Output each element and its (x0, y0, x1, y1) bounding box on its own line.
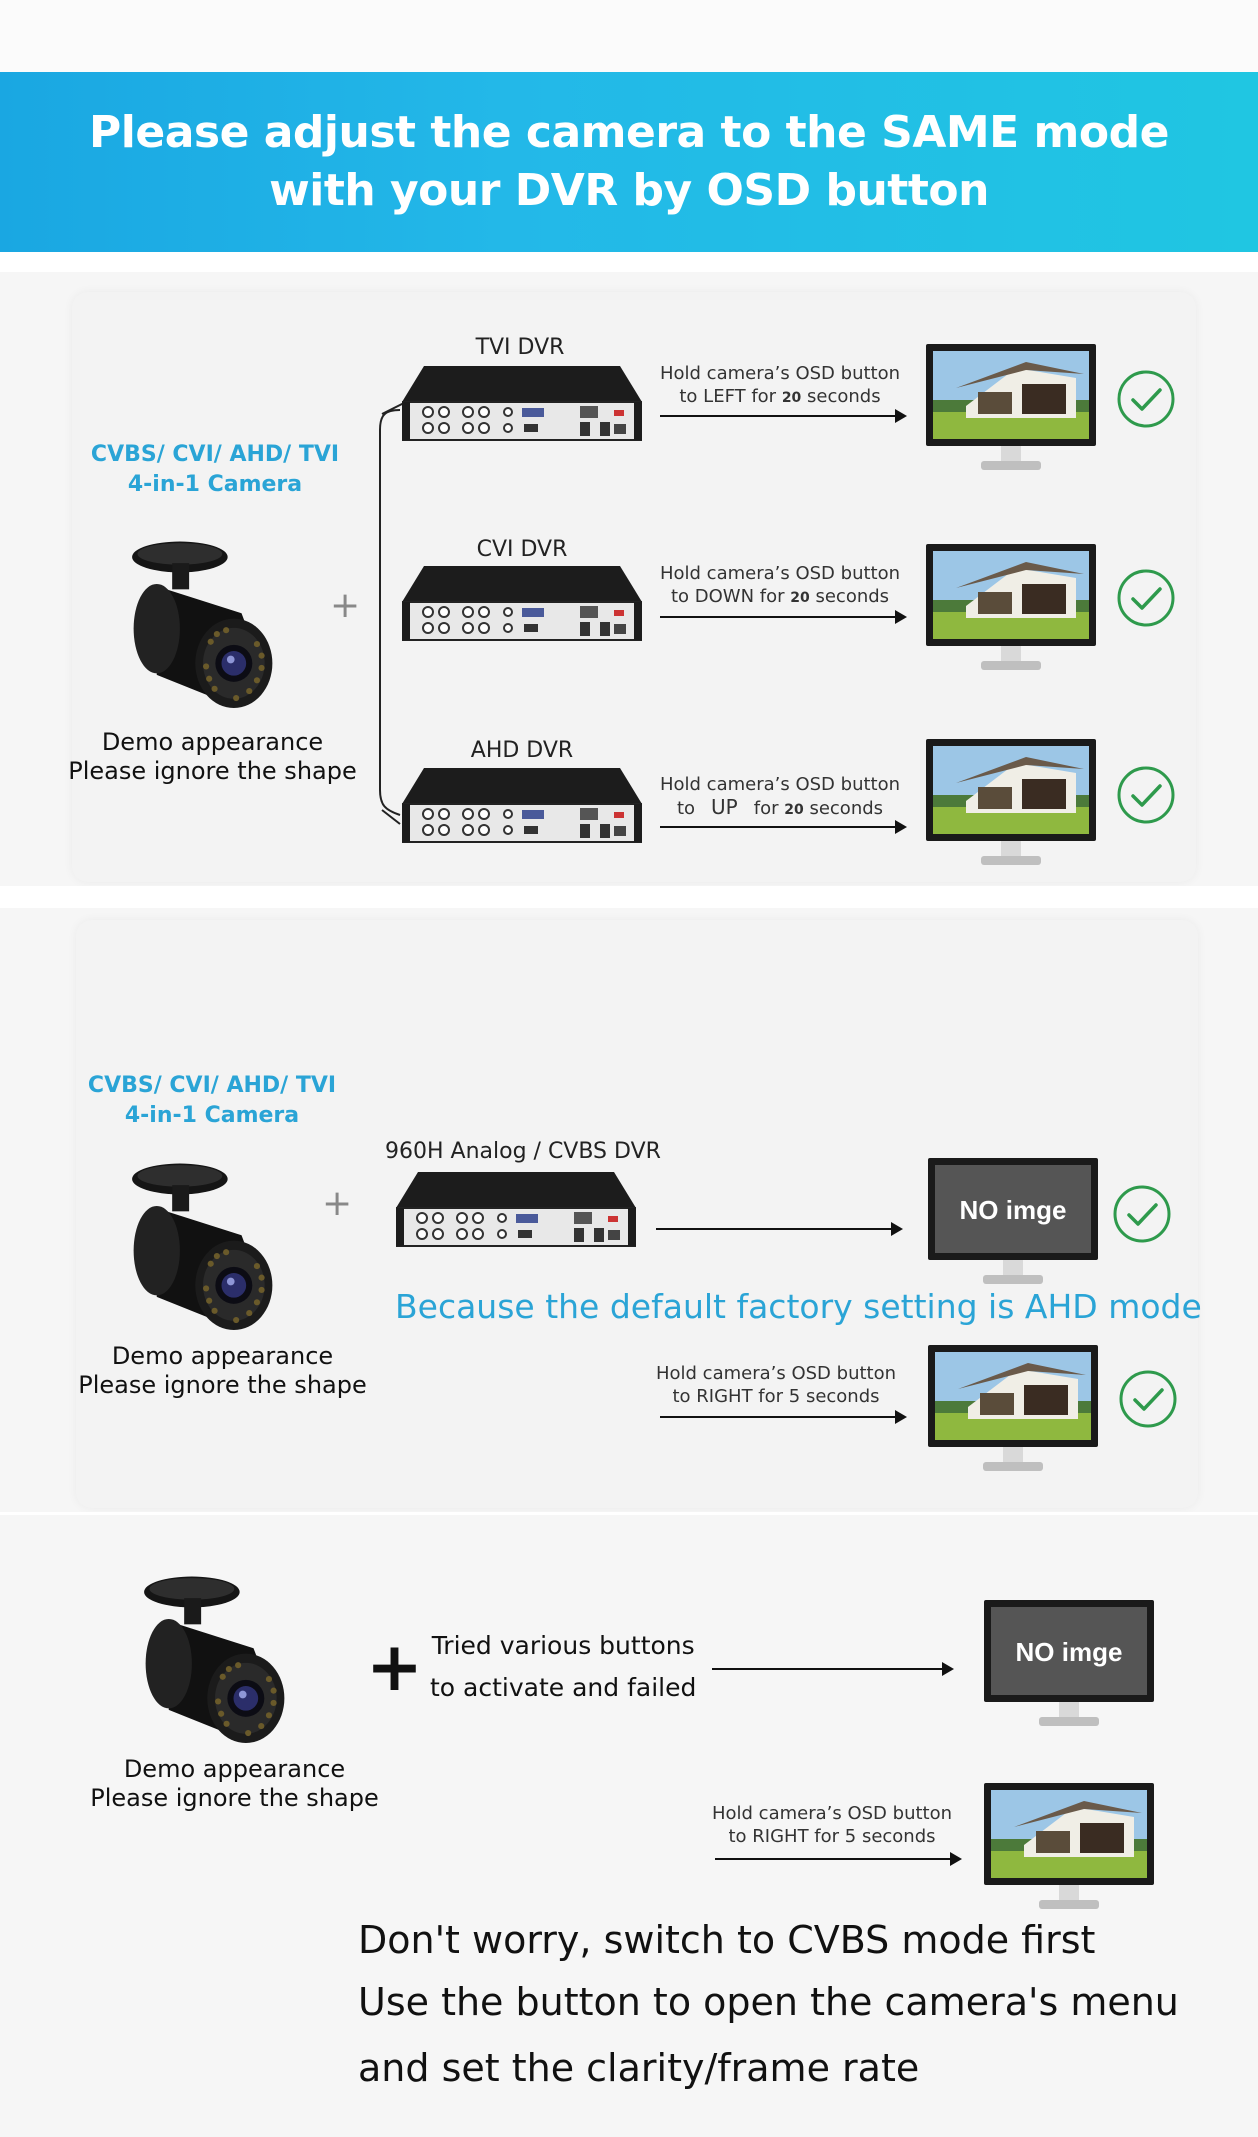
camera-caption: Demo appearance Please ignore the shape (70, 1342, 375, 1400)
caption-line-1: Demo appearance (123, 1755, 346, 1783)
arrow-icon (712, 1662, 954, 1676)
header-banner: Please adjust the camera to the SAME mod… (0, 72, 1258, 252)
dvr-icon (402, 768, 642, 848)
osd-instruction-line-2: to UP for 20 seconds (640, 796, 920, 822)
osd-instruction: Hold camera’s OSD button to LEFT for 20 … (640, 362, 920, 410)
osd-instruction-line-2: to RIGHT for 5 seconds (728, 1826, 936, 1847)
check-circle-icon (1112, 1184, 1172, 1244)
osd-for: for (753, 798, 779, 819)
camera-type-title: CVBS/ CVI/ AHD/ TVI 4-in-1 Camera (80, 440, 350, 500)
arrow-icon (656, 1222, 903, 1236)
camera-type-title: CVBS/ CVI/ AHD/ TVI 4-in-1 Camera (77, 1071, 347, 1131)
check-circle-icon (1118, 1369, 1178, 1429)
camera-caption: Demo appearance Please ignore the shape (60, 728, 365, 786)
top-strip (0, 0, 1258, 72)
osd-seconds-value: 20 (790, 590, 810, 606)
caption-line-2: Please ignore the shape (68, 757, 357, 785)
plus-icon: + (322, 1183, 353, 1224)
dvr-icon (402, 366, 642, 446)
dvr-icon (402, 566, 642, 646)
banner-line-2: with your DVR by OSD button (269, 165, 989, 216)
banner-line-1: Please adjust the camera to the SAME mod… (89, 107, 1169, 158)
osd-direction: UP (711, 795, 738, 819)
caption-line-1: Demo appearance (101, 728, 324, 756)
arrow-icon (715, 1852, 962, 1866)
arrow-icon (660, 610, 907, 624)
dvr-icon (396, 1172, 636, 1252)
tried-buttons-text: Tried various buttons to activate and fa… (430, 1625, 696, 1709)
caption-line-2: Please ignore the shape (90, 1784, 379, 1812)
separator (0, 1512, 1258, 1515)
plus-icon: + (330, 585, 361, 626)
camera-type-line-2: 4-in-1 Camera (127, 472, 303, 497)
osd-direction: to LEFT for (679, 386, 777, 407)
osd-instruction-line-1: Hold camera’s OSD button (711, 1803, 953, 1824)
dvr-label: CVI DVR (476, 537, 568, 562)
factory-default-note: Because the default factory setting is A… (395, 1287, 1202, 1326)
osd-seconds-unit: seconds (807, 386, 881, 407)
monitor-icon (984, 1783, 1154, 1913)
osd-direction: to DOWN for (670, 586, 785, 607)
no-image-text: NO imge (959, 1195, 1067, 1225)
monitor-icon (928, 1345, 1098, 1475)
arrow-icon (660, 1410, 907, 1424)
tried-line-2: to activate and failed (430, 1673, 697, 1702)
plus-icon: + (366, 1628, 423, 1707)
caption-line-2: Please ignore the shape (78, 1371, 367, 1399)
solution-line-2: Use the button to open the camera's menu (358, 1980, 1179, 2024)
camera-icon (108, 1162, 298, 1347)
dvr-label: 960H Analog / CVBS DVR (385, 1139, 661, 1164)
osd-instruction-line-1: Hold camera’s OSD button (659, 563, 901, 584)
check-circle-icon (1116, 765, 1176, 825)
monitor-icon (926, 344, 1096, 474)
osd-instruction: Hold camera’s OSD button to RIGHT for 5 … (692, 1802, 972, 1848)
camera-icon (120, 1575, 310, 1760)
osd-seconds-value: 20 (781, 390, 802, 406)
osd-instruction: Hold camera’s OSD button to UP for 20 seco… (640, 773, 920, 822)
solution-line-3: and set the clarity/frame rate (358, 2046, 920, 2090)
camera-type-line-1: CVBS/ CVI/ AHD/ TVI (87, 1073, 337, 1098)
osd-instruction: Hold camera’s OSD button to DOWN for 20 … (640, 562, 920, 610)
solution-line-1: Don't worry, switch to CVBS mode first (358, 1918, 1096, 1962)
osd-instruction-line-2: to DOWN for 20 seconds (640, 585, 920, 610)
dvr-label: AHD DVR (470, 738, 574, 763)
camera-icon (108, 540, 298, 725)
arrow-icon (660, 820, 907, 834)
dvr-label: TVI DVR (475, 335, 565, 360)
no-image-text: NO imge (1015, 1637, 1123, 1667)
osd-seconds-unit: seconds (815, 586, 890, 607)
separator (0, 886, 1258, 908)
osd-instruction-line-1: Hold camera’s OSD button (659, 363, 901, 384)
osd-direction-prefix: to (676, 798, 696, 819)
osd-instruction-line-2: to LEFT for 20 seconds (640, 385, 920, 410)
check-circle-icon (1116, 369, 1176, 429)
camera-caption: Demo appearance Please ignore the shape (82, 1755, 387, 1813)
monitor-icon (926, 739, 1096, 869)
osd-instruction: Hold camera’s OSD button to RIGHT for 5 … (636, 1362, 916, 1408)
check-circle-icon (1116, 568, 1176, 628)
caption-line-1: Demo appearance (111, 1342, 334, 1370)
osd-instruction-line-2: to RIGHT for 5 seconds (672, 1386, 880, 1407)
camera-type-line-1: CVBS/ CVI/ AHD/ TVI (90, 442, 340, 467)
tried-line-1: Tried various buttons (431, 1631, 695, 1660)
osd-instruction-line-1: Hold camera’s OSD button (655, 1363, 897, 1384)
camera-type-line-2: 4-in-1 Camera (124, 1103, 300, 1128)
monitor-icon (926, 544, 1096, 674)
arrow-icon (660, 409, 907, 423)
separator (0, 252, 1258, 272)
osd-seconds-value: 20 (784, 802, 804, 818)
osd-seconds-unit: seconds (809, 798, 884, 819)
osd-instruction-line-1: Hold camera’s OSD button (659, 774, 901, 795)
